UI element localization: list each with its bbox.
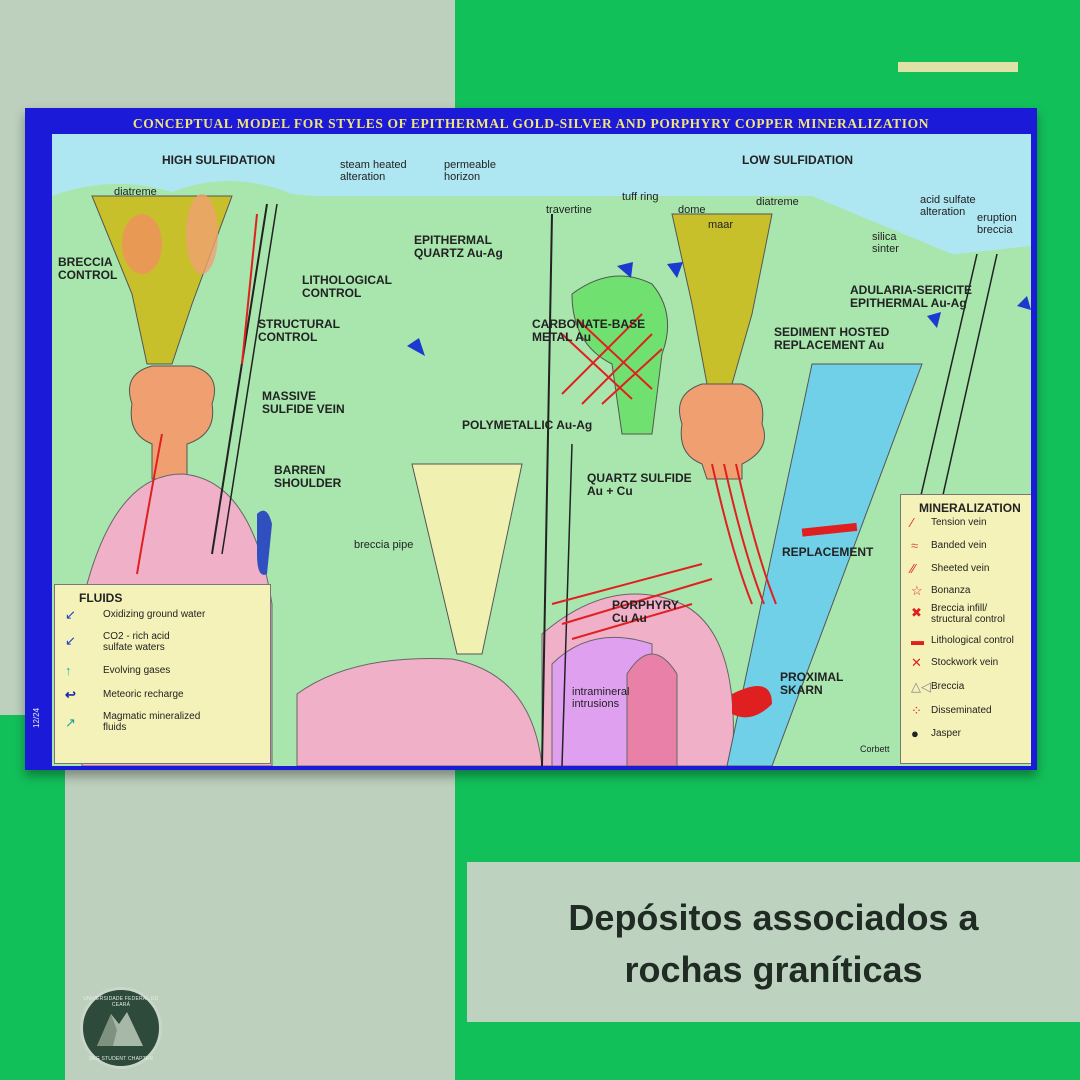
label-low-sulfidation: LOW SULFIDATION	[742, 153, 854, 167]
mineralization-item-label: Bonanza	[931, 585, 971, 596]
sheeted-vein-icon: ⁄⁄	[911, 561, 916, 576]
background-left-strip	[0, 715, 65, 1080]
label-replacement: REPLACEMENT	[782, 545, 874, 559]
label-porphyry: PORPHYRY Cu Au	[612, 598, 679, 625]
dots-icon: ⁘	[911, 703, 922, 718]
figure-title: CONCEPTUAL MODEL FOR STYLES OF EPITHERMA…	[132, 116, 930, 131]
banded-vein-icon: ≈	[911, 538, 919, 553]
label-dome: dome	[678, 204, 706, 216]
label-breccia-control: BRECCIA CONTROL	[58, 255, 118, 282]
caption-line-1: Depósitos associados a	[568, 897, 979, 938]
caption-box: Depósitos associados a rochas graníticas	[467, 862, 1080, 1022]
label-epithermal-quartz: EPITHERMAL QUARTZ Au-Ag	[414, 233, 503, 260]
label-lithological-control: LITHOLOGICAL CONTROL	[302, 273, 392, 300]
label-author: Corbett	[860, 744, 890, 754]
diagram-illustration	[52, 134, 1031, 766]
mineralization-item-label: Stockwork vein	[931, 657, 999, 668]
accent-bar	[898, 62, 1018, 72]
mineralization-legend-title: MINERALIZATION	[919, 501, 1021, 515]
mineralization-item-label: Breccia	[931, 681, 965, 692]
blue-arrow-icon: ↙	[65, 633, 76, 648]
mineralization-item-label: Tension vein	[931, 517, 987, 528]
mineralization-item-label: Lithological control	[931, 635, 1014, 646]
label-massive-sulfide: MASSIVE SULFIDE VEIN	[262, 389, 345, 416]
label-silica-sinter: silica sinter	[872, 231, 899, 255]
label-steam-heated: steam heated alteration	[340, 159, 407, 183]
logo-bottom-text: SEG STUDENT CHAPTER	[88, 1056, 154, 1062]
teal-arrow-icon: ↗	[65, 715, 76, 730]
lithological-icon: ▬	[911, 633, 924, 648]
label-diatreme-2: diatreme	[756, 196, 799, 208]
fluids-item-label: Meteoric recharge	[103, 689, 184, 700]
cyan-arrow-icon: ↑	[65, 663, 72, 678]
label-breccia-pipe: breccia pipe	[354, 539, 414, 551]
label-tuff-ring: tuff ring	[622, 191, 659, 203]
mineralization-legend: MINERALIZATION ∕ Tension vein ≈ Banded v…	[900, 494, 1031, 764]
fluids-item-label: Evolving gases	[103, 665, 171, 676]
label-carbonate-base: CARBONATE-BASE METAL Au	[532, 317, 646, 344]
fluids-item-label: Oxidizing ground water	[103, 609, 206, 620]
breccia-infill-icon: ✖	[911, 605, 922, 620]
label-maar: maar	[708, 219, 734, 231]
fluids-item-label: CO2 - rich acid sulfate waters	[103, 631, 170, 653]
caption-line-2: rochas graníticas	[624, 949, 923, 990]
label-travertine: travertine	[546, 204, 592, 216]
fluids-item-label: Magmatic mineralized fluids	[103, 711, 201, 733]
mineralization-item-label: Sheeted vein	[931, 563, 990, 574]
diagram-canvas: HIGH SULFIDATION LOW SULFIDATION diatrem…	[52, 134, 1031, 766]
label-polymetallic: POLYMETALLIC Au-Ag	[462, 418, 593, 432]
triangle-icon: △◁	[911, 679, 931, 694]
fluids-legend-title: FLUIDS	[79, 591, 123, 605]
label-permeable-horizon: permeable horizon	[444, 159, 496, 183]
label-intramineral: intramineral intrusions	[572, 686, 630, 710]
blue-arrow-icon: ↙	[65, 607, 76, 622]
label-adularia-sericite: ADULARIA-SERICITE EPITHERMAL Au-Ag	[850, 283, 972, 310]
mineralization-item-label: Banded vein	[931, 540, 987, 551]
label-sediment-hosted: SEDIMENT HOSTED REPLACEMENT Au	[774, 325, 890, 352]
mineralization-item-label: Jasper	[931, 728, 962, 739]
mountain-icon	[97, 1012, 143, 1046]
label-eruption-breccia: eruption breccia	[977, 212, 1017, 236]
curved-arrow-icon: ↩	[65, 687, 76, 702]
figure-code: 12/24	[32, 707, 41, 728]
tension-vein-icon: ∕	[911, 515, 914, 530]
cross-icon: ✕	[911, 655, 922, 670]
university-seal-logo: UNIVERSIDADE FEDERAL DO CEARÁ SEG STUDEN…	[80, 987, 162, 1069]
star-icon: ☆	[911, 583, 923, 598]
jasper-icon: ●	[911, 726, 919, 741]
logo-top-text: UNIVERSIDADE FEDERAL DO CEARÁ	[83, 996, 159, 1008]
fluids-legend: FLUIDS ↙ Oxidizing ground water ↙ CO2 - …	[54, 584, 271, 764]
diagram-figure: CONCEPTUAL MODEL FOR STYLES OF EPITHERMA…	[25, 108, 1037, 770]
caption-title: Depósitos associados a rochas graníticas	[467, 892, 1080, 996]
label-quartz-sulfide: QUARTZ SULFIDE Au + Cu	[587, 471, 692, 498]
label-high-sulfidation: HIGH SULFIDATION	[162, 153, 276, 167]
label-proximal-skarn: PROXIMAL SKARN	[780, 670, 844, 697]
mineralization-item-label: Breccia infill/ structural control	[931, 603, 1005, 625]
label-acid-sulfate: acid sulfate alteration	[920, 194, 976, 218]
label-barren-shoulder: BARREN SHOULDER	[274, 463, 342, 490]
label-structural-control: STRUCTURAL CONTROL	[258, 317, 340, 344]
mineralization-item-label: Disseminated	[931, 705, 992, 716]
label-diatreme-1: diatreme	[114, 186, 157, 198]
